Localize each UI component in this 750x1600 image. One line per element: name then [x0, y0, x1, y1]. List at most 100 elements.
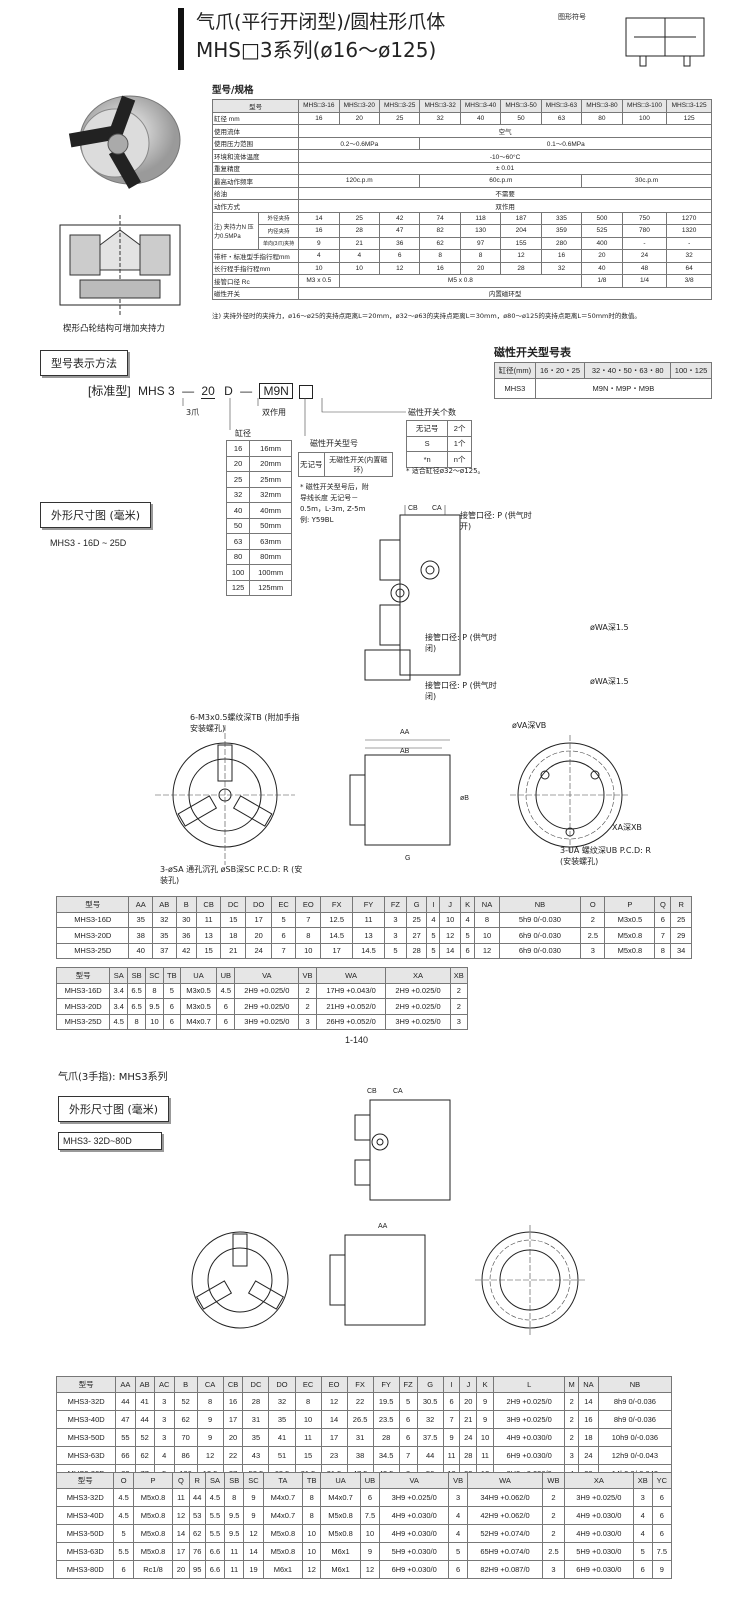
dim-cell: 55 — [115, 1427, 136, 1447]
svg-text:CB: CB — [367, 1088, 377, 1095]
dim-cell: 9 — [442, 1427, 461, 1447]
dim-cell: 8 — [295, 927, 322, 944]
dim-cell: EO — [295, 896, 322, 913]
dim-cell: M — [564, 1376, 579, 1393]
dim-cell: 23 — [320, 1445, 348, 1465]
dim-cell: 2 — [580, 911, 606, 928]
dim-cell: MHS3-40D — [55, 1505, 115, 1525]
dim-cell: 30.5 — [416, 1391, 444, 1411]
dim-cell: 11 — [476, 1445, 494, 1465]
order-leader-lines — [182, 398, 406, 436]
dim-cell: 9 — [196, 1409, 224, 1429]
dim-cell: 6.6 — [204, 1559, 226, 1579]
dim-cell: M5x0.8 — [132, 1505, 174, 1525]
bore-title: 缸径 — [235, 429, 251, 438]
dim-cell: R — [670, 896, 692, 913]
dim-cell: 6.6 — [204, 1541, 226, 1561]
dim-cell: 4 — [448, 1523, 468, 1543]
dim-cell: 6 — [651, 1505, 673, 1525]
spec-cell: MHS□3-63 — [540, 99, 583, 113]
dim-cell: 52H9 +0.074/0 — [466, 1523, 544, 1543]
dim-cell: 11 — [195, 911, 222, 928]
dim-cell: 8 — [474, 911, 500, 928]
dim-cell: 4H9 +0.030/0 — [379, 1505, 450, 1525]
dim-cell: 4 — [632, 1505, 653, 1525]
dim-cell: 6 — [632, 1559, 653, 1579]
dim-cell: Rc1/8 — [132, 1559, 174, 1579]
dim-cell: I — [426, 896, 441, 913]
dim-cell: 11 — [294, 1427, 322, 1447]
dim-cell: 20 — [172, 1559, 190, 1579]
dim-cell: 32 — [416, 1409, 444, 1429]
dim-cell: 8 — [127, 1013, 147, 1030]
dim-cell: 型号 — [55, 1376, 117, 1393]
dim-cell: 6.5 — [127, 998, 147, 1015]
dim-cell: 37.5 — [416, 1427, 444, 1447]
dim-cell: M5x0.8 — [132, 1487, 174, 1507]
dim-cell: FZ — [383, 896, 407, 913]
dim-cell: 2H9 +0.025/0 — [385, 982, 451, 999]
dim-cell: 47 — [115, 1409, 136, 1429]
dim-cell: 3H9 +0.025/0 — [563, 1487, 634, 1507]
dim-cell: EC — [271, 896, 297, 913]
qty-note: * 适合缸径ø32～ø125。 — [406, 467, 485, 475]
dim-cell: 4H9 +0.030/0 — [492, 1427, 566, 1447]
dim-cell: 35 — [268, 1409, 296, 1429]
dim-cell: WB — [542, 1472, 565, 1489]
dim-cell: 3 — [564, 1445, 579, 1465]
dim-cell: 4H9 +0.030/0 — [379, 1523, 450, 1543]
svg-text:øB: øB — [460, 795, 469, 802]
dim-cell: 9 — [243, 1505, 264, 1525]
dim-cell: 6 — [398, 1427, 418, 1447]
dim-cell: 40 — [128, 942, 153, 959]
dim-cell: 14 — [320, 1409, 348, 1429]
symbol-label: 图形符号 — [558, 13, 586, 21]
dim-cell: 6 — [359, 1487, 381, 1507]
spec-cell: 磁性开关 — [211, 286, 300, 300]
dim-cell: 2 — [449, 998, 469, 1015]
dim-cell: 26H9 +0.052/0 — [315, 1013, 387, 1030]
dim-cell: 5 — [271, 911, 297, 928]
dim2-range: MHS3- 32D~80D — [58, 1132, 162, 1150]
dim-cell: VB — [298, 967, 317, 984]
dim-cell: 3 — [383, 927, 407, 944]
dim-cell: 14.5 — [320, 927, 354, 944]
dim-cell: 20 — [459, 1391, 478, 1411]
dim-cell: 51 — [268, 1445, 296, 1465]
dim-cell: 6 — [651, 1487, 673, 1507]
dim-cell: MHS3-32D — [55, 1487, 115, 1507]
dim-cell: 6 — [651, 1523, 673, 1543]
dim-cell: 7 — [442, 1409, 461, 1429]
order-code: [标准型] MHS 3 — 20 D — M9N — [88, 382, 314, 399]
dim-cell: M5x0.8 — [262, 1523, 304, 1543]
dim-cell: 3 — [298, 1013, 317, 1030]
dim-cell: 24 — [459, 1427, 478, 1447]
dim-cell: 9.5 — [224, 1523, 245, 1543]
dim-cell: 16 — [222, 1391, 244, 1411]
dim-cell: CA — [196, 1376, 224, 1393]
dim-cell: 10 — [295, 942, 322, 959]
switch-cell: 100・125 — [670, 362, 712, 379]
dim-cell: WA — [466, 1472, 544, 1489]
dim-cell: 10 — [294, 1409, 322, 1429]
dim-cell: 6H9 +0.030/0 — [563, 1559, 634, 1579]
dim-cell: 7.5 — [359, 1505, 381, 1525]
qty-cell: *n — [405, 451, 449, 468]
dim-cell: 12 — [302, 1559, 322, 1579]
code-bore: 20 — [201, 384, 215, 399]
dim-cell: 9.5 — [145, 998, 164, 1015]
dim-cell: 4.5 — [113, 1505, 134, 1525]
dim-cell: 20 — [245, 927, 273, 944]
dim-cell: Q — [654, 896, 672, 913]
dim-cell: 43 — [242, 1445, 270, 1465]
dim-cell: 42H9 +0.062/0 — [466, 1505, 544, 1525]
dim-cell: 11 — [224, 1541, 245, 1561]
dim-cell: EC — [294, 1376, 322, 1393]
dim-cell: 30 — [175, 911, 197, 928]
dim-cell: 8 — [224, 1487, 245, 1507]
